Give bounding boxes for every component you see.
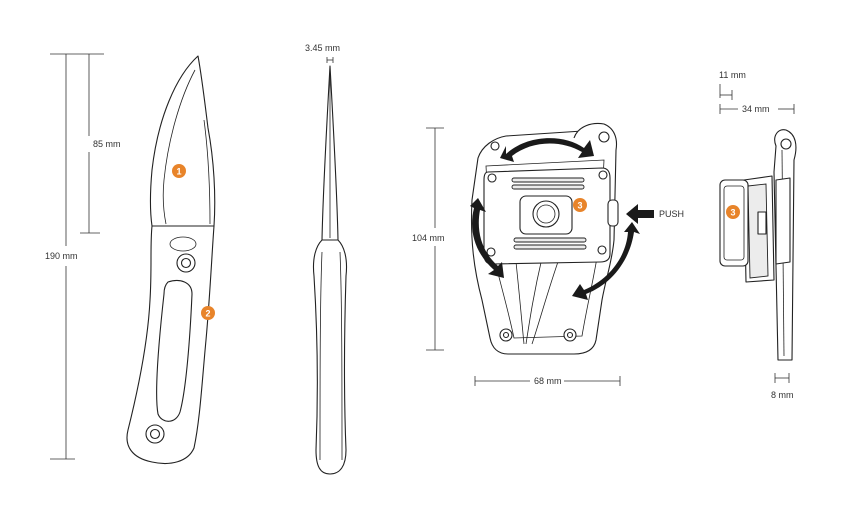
overall-length-label: 190 mm — [45, 251, 78, 261]
push-arrow: PUSH — [626, 204, 684, 224]
svg-text:1: 1 — [176, 167, 181, 177]
knife-edge-view — [312, 65, 348, 475]
sheath-thickness-label: 8 mm — [771, 390, 794, 400]
blade-length-dimension: 85 mm — [80, 54, 121, 234]
push-label: PUSH — [659, 209, 684, 219]
blade-thickness-dimension: 3.45 mm — [305, 43, 340, 63]
clip-depth-label: 34 mm — [742, 104, 770, 114]
svg-text:3: 3 — [730, 208, 735, 218]
handle-cutout — [156, 279, 193, 422]
knife-side-view — [126, 55, 216, 465]
sheath-thickness-dimension: 8 mm — [771, 373, 794, 400]
sheath-front-view — [470, 122, 619, 355]
edge-view-handle — [312, 239, 348, 475]
callout-handle: 2 — [201, 306, 215, 320]
sheath-height-label: 104 mm — [412, 233, 445, 243]
clip-depth-dimension: 11 mm 34 mm — [719, 70, 795, 114]
clip-depth-small-label: 11 mm — [719, 70, 746, 80]
svg-text:3: 3 — [577, 201, 582, 211]
knife-blade — [149, 55, 216, 227]
callout-sheath-clip: 3 — [573, 198, 587, 212]
sheath-width-dimension: 68 mm — [474, 376, 621, 386]
blade-thickness-label: 3.45 mm — [305, 43, 340, 53]
sheath-side-view — [719, 129, 797, 361]
svg-text:2: 2 — [205, 309, 210, 319]
callout-blade: 1 — [172, 164, 186, 178]
blade-length-label: 85 mm — [93, 139, 121, 149]
callout-sheath-clip-side: 3 — [726, 205, 740, 219]
sheath-height-dimension: 104 mm — [412, 127, 445, 351]
sheath-side-knob — [719, 179, 749, 267]
sheath-width-label: 68 mm — [534, 376, 562, 386]
overall-length-dimension: 190 mm — [45, 53, 104, 460]
rotation-arrows — [470, 138, 640, 300]
